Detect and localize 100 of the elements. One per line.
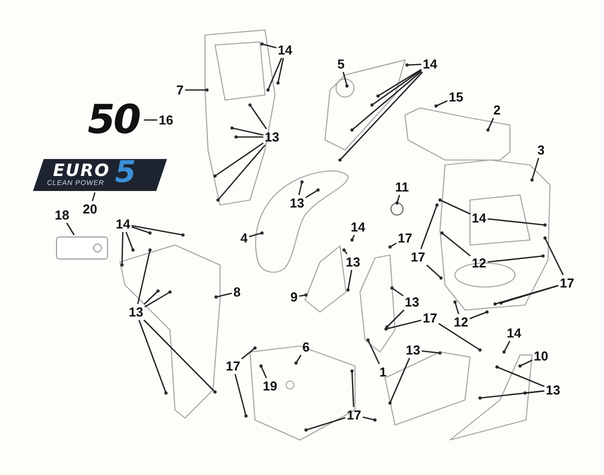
leader-line bbox=[144, 119, 158, 121]
decal-text: EURO bbox=[53, 161, 110, 181]
callout-number: 13 bbox=[404, 296, 420, 308]
leader-line bbox=[347, 270, 352, 290]
callout-number: 10 bbox=[534, 350, 548, 362]
leader-line bbox=[488, 218, 546, 226]
callout-number: 13 bbox=[290, 196, 304, 210]
leader-line bbox=[436, 100, 448, 107]
leader-line bbox=[236, 136, 264, 138]
leader-line bbox=[305, 189, 318, 198]
callout-number: 3 bbox=[537, 144, 545, 156]
callout-number: 13 bbox=[264, 130, 280, 144]
leader-line bbox=[137, 250, 151, 304]
leader-line bbox=[438, 323, 480, 351]
callout-number: 4 bbox=[240, 232, 248, 244]
leader-line bbox=[260, 366, 267, 378]
leader-line bbox=[138, 320, 167, 394]
leader-line bbox=[503, 340, 510, 352]
leader-line bbox=[342, 72, 348, 86]
leader-line bbox=[440, 199, 471, 215]
sticker-plate-drawing bbox=[56, 236, 108, 260]
callout-number: 17 bbox=[560, 276, 574, 290]
callout-number: 14 bbox=[422, 58, 438, 70]
leader-line bbox=[132, 224, 184, 236]
leader-line bbox=[496, 366, 545, 387]
callout-number: 14 bbox=[116, 218, 130, 230]
callout-number: 13 bbox=[346, 256, 360, 268]
leader-line bbox=[66, 222, 75, 236]
leader-line bbox=[121, 232, 124, 266]
leader-line bbox=[126, 232, 134, 250]
callout-number: 11 bbox=[395, 180, 409, 194]
leader-line bbox=[343, 250, 348, 254]
callout-number: 14 bbox=[350, 220, 366, 234]
callout-number: 12 bbox=[454, 316, 468, 328]
leader-line bbox=[386, 310, 404, 328]
leader-line bbox=[262, 43, 276, 48]
callout-number: 13 bbox=[128, 306, 144, 318]
callout-number: 5 bbox=[337, 58, 345, 70]
leader-line bbox=[386, 320, 422, 330]
leader-line bbox=[185, 89, 207, 91]
leader-line bbox=[454, 302, 460, 314]
leader-line bbox=[390, 242, 397, 248]
leader-line bbox=[422, 350, 440, 354]
callout-number: 17 bbox=[346, 408, 362, 422]
leader-line bbox=[216, 292, 232, 298]
callout-number: 15 bbox=[448, 90, 464, 104]
callout-number: 16 bbox=[158, 114, 174, 126]
callout-number: 14 bbox=[472, 212, 486, 224]
callout-number: 13 bbox=[406, 344, 420, 356]
leader-line bbox=[420, 204, 438, 250]
callout-number: 6 bbox=[302, 340, 310, 354]
leader-line bbox=[144, 290, 158, 304]
leader-line bbox=[298, 182, 303, 196]
leader-line bbox=[92, 192, 96, 202]
leader-line bbox=[531, 158, 540, 180]
leader-line bbox=[367, 340, 380, 364]
leader-line bbox=[144, 291, 170, 308]
callout-number: 2 bbox=[493, 104, 501, 116]
callout-number: 7 bbox=[176, 84, 184, 96]
leader-line bbox=[248, 232, 262, 238]
callout-number: 14 bbox=[506, 326, 522, 340]
callout-number: 20 bbox=[82, 202, 98, 216]
callout-number: 17 bbox=[398, 232, 412, 244]
callout-number: 18 bbox=[54, 208, 70, 222]
leader-line bbox=[351, 234, 355, 240]
leader-line bbox=[306, 417, 346, 431]
leader-line bbox=[234, 374, 247, 416]
leader-line bbox=[406, 64, 422, 66]
leader-line bbox=[372, 70, 422, 106]
leader-line bbox=[544, 238, 564, 276]
leader-line bbox=[392, 287, 404, 296]
callout-number: 9 bbox=[290, 290, 298, 304]
leader-line bbox=[249, 104, 268, 130]
leader-line bbox=[487, 118, 494, 130]
callout-number: 8 bbox=[233, 286, 241, 298]
leader-line bbox=[132, 226, 150, 234]
leader-line bbox=[488, 255, 544, 263]
callout-number: 14 bbox=[278, 44, 292, 56]
callout-number: 17 bbox=[410, 250, 426, 264]
callout-number: 1 bbox=[379, 366, 387, 378]
leader-line bbox=[352, 70, 422, 130]
leader-line bbox=[277, 58, 284, 84]
leader-line bbox=[232, 127, 264, 136]
leader-line bbox=[396, 194, 400, 204]
callout-number: 12 bbox=[472, 256, 486, 270]
leader-line bbox=[214, 142, 264, 177]
callout-number: 17 bbox=[422, 312, 438, 324]
leader-line bbox=[426, 264, 442, 278]
leader-line bbox=[362, 416, 376, 421]
leader-line bbox=[143, 320, 216, 392]
number-decal: 50 bbox=[84, 100, 142, 140]
leader-line bbox=[351, 370, 354, 408]
leader-line bbox=[295, 354, 302, 364]
leader-line bbox=[480, 390, 544, 399]
leader-line bbox=[378, 68, 422, 97]
leader-line bbox=[299, 294, 306, 297]
decal-number: 5 bbox=[115, 155, 136, 190]
leader-line bbox=[218, 144, 266, 200]
leader-line bbox=[241, 348, 256, 360]
callout-number: 19 bbox=[262, 380, 278, 392]
